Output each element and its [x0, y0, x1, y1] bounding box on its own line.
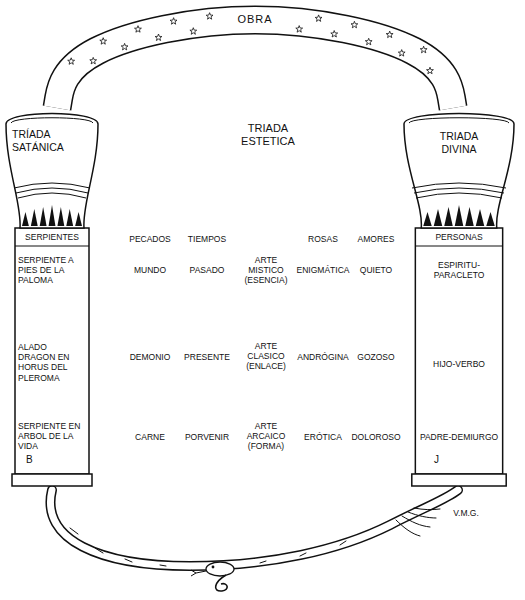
capital-zigzag [444, 207, 453, 226]
star [135, 26, 142, 33]
table-cell: ARTE MISTICO (ESENCIA) [241, 255, 291, 286]
star [386, 31, 393, 37]
star [351, 21, 358, 28]
capital-ornament [414, 188, 504, 193]
divine-column: TRIADA DIVINA PERSONAS ESPIRITU- PARACLETO… [400, 108, 518, 488]
star [68, 58, 75, 65]
serpent-eye [212, 566, 215, 569]
star [155, 34, 162, 41]
satanic-column: TRÍADA SATÁNICA SERPIENTES SERPIENTE A PIE… [2, 108, 102, 488]
table-cell: ARTE CLASICO (ENLACE) [241, 341, 291, 372]
arch-band [57, 20, 453, 108]
table-cell: TIEMPOS [188, 234, 226, 244]
column-letter: J [434, 454, 454, 466]
star [398, 50, 405, 57]
star [365, 38, 372, 45]
serpent-tongue [191, 570, 206, 576]
column-letter: B [26, 454, 46, 466]
column-rule [15, 246, 89, 247]
column-rule [415, 246, 502, 247]
capital-zigzag [465, 207, 474, 226]
table-cell: ARTE ARCAICO (FORMA) [241, 421, 291, 452]
capital-ornament [14, 183, 90, 188]
star [190, 28, 197, 35]
table-cell: PECADOS [129, 234, 171, 244]
triad-title: TRIADA ESTETICA [237, 122, 299, 148]
column-base [12, 474, 92, 486]
table-cell: CARNE [135, 432, 165, 442]
star [315, 15, 322, 22]
arch-label: OBRA [234, 13, 275, 26]
capital-zigzag [31, 209, 38, 226]
star [170, 18, 177, 25]
capital-zigzag [75, 212, 82, 226]
capital-rim [11, 118, 93, 123]
star [206, 13, 213, 20]
capital-rim [409, 118, 509, 123]
column-outline [400, 108, 518, 488]
column-entry: HIJO-VERBO [418, 359, 500, 369]
capital-zigzag [434, 209, 443, 226]
star [420, 46, 427, 53]
capital-ornament [18, 193, 86, 198]
triad-title: TRÍADA SATÁNICA [12, 128, 84, 153]
column-capital [404, 114, 514, 229]
capital-ornament [412, 183, 506, 188]
column-shaft [415, 228, 502, 474]
capital-zigzag [423, 212, 432, 226]
star [296, 26, 303, 33]
capital-zigzag [40, 207, 47, 226]
capital-ornament [416, 193, 502, 198]
table-cell: DOLOROSO [351, 432, 400, 442]
column-entry: PERSONAS [416, 232, 502, 242]
column-base [412, 474, 506, 486]
star [121, 43, 128, 50]
column-entry: SERPIENTES [16, 232, 88, 242]
capital-zigzag [49, 205, 56, 226]
capital-zigzag [57, 207, 64, 226]
triad-title: TRIADA DIVINA [429, 130, 489, 155]
serpent-scales [70, 528, 346, 566]
signature: V.M.G. [453, 508, 479, 518]
star [90, 57, 97, 64]
arch [57, 13, 453, 108]
capital-zigzag [66, 209, 73, 226]
table-cell: GOZOSO [357, 352, 394, 362]
table-cell: PASADO [190, 265, 225, 275]
table-cell: ROSAS [308, 234, 338, 244]
table-cell: AMORES [358, 234, 395, 244]
column-entry: ALADO DRAGON EN HORUS DEL PLEROMA [18, 342, 86, 383]
serpent-body [50, 490, 458, 566]
serpent-fin [396, 508, 440, 536]
table-cell: QUIETO [360, 265, 392, 275]
column-entry: SERPIENTE EN ARBOL DE LA VIDA [18, 421, 86, 452]
star [427, 67, 434, 74]
column-entry: SERPIENTE A PIES DE LA PALOMA [18, 255, 86, 286]
table-cell: ANDRÓGINA [297, 352, 348, 362]
capital-zigzag [476, 209, 485, 226]
table-cell: MUNDO [134, 265, 166, 275]
table-cell: PORVENIR [185, 432, 229, 442]
star [100, 38, 107, 45]
capital-zigzag [486, 212, 495, 226]
column-entry: PADRE-DEMIURGO [416, 432, 502, 442]
column-shaft [15, 228, 89, 474]
table-cell: ERÓTICA [304, 432, 342, 442]
capital-ornament [16, 188, 88, 193]
serpent-head [206, 562, 234, 576]
column-entry: ESPIRITU- PARACLETO [418, 260, 500, 280]
table-cell: DEMONIO [130, 352, 171, 362]
table-cell: ENIGMÁTICA [297, 265, 350, 275]
column-capital [6, 114, 98, 229]
arch-band-fill [57, 20, 453, 108]
table-cell: PRESENTE [184, 352, 230, 362]
serpent-body-outline [50, 490, 458, 566]
capital-zigzag [22, 212, 29, 226]
capital-zigzag [455, 205, 464, 226]
star [331, 31, 338, 38]
serpent-curl [216, 575, 228, 591]
